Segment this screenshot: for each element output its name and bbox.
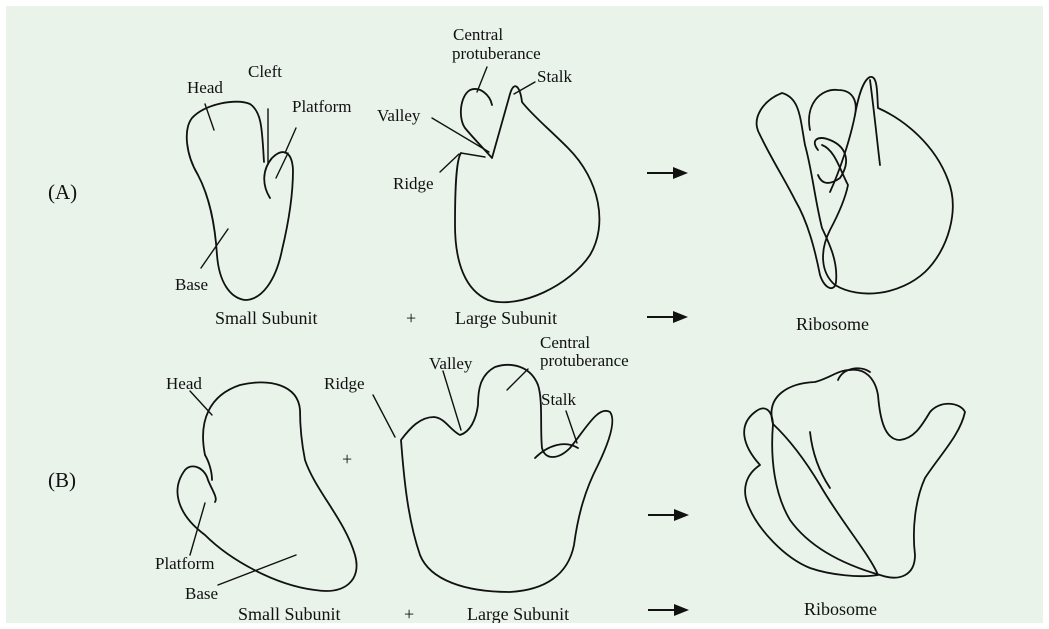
label-ridge-b: Ridge (324, 374, 365, 393)
label-base-a: Base (175, 275, 208, 294)
caption-plus-b: + (404, 604, 414, 623)
panel-label-b: (B) (48, 468, 76, 492)
caption-large-subunit-b: Large Subunit (467, 604, 569, 623)
caption-ribosome-a: Ribosome (796, 314, 869, 334)
panel-label-a: (A) (48, 180, 77, 204)
label-platform-a: Platform (292, 97, 352, 116)
label-central-b-line1: Central (540, 333, 590, 352)
caption-small-subunit-a: Small Subunit (215, 308, 318, 328)
caption-large-subunit-a: Large Subunit (455, 308, 557, 328)
label-valley-a: Valley (377, 106, 421, 125)
label-central-a-line1: Central (453, 25, 503, 44)
caption-plus-a: + (406, 308, 416, 328)
label-cleft-a: Cleft (248, 62, 282, 81)
label-head-a: Head (187, 78, 223, 97)
caption-small-subunit-b: Small Subunit (238, 604, 341, 623)
label-base-b: Base (185, 584, 218, 603)
label-central-a-line2: protuberance (452, 44, 541, 63)
caption-ribosome-b: Ribosome (804, 599, 877, 619)
label-stalk-b: Stalk (541, 390, 576, 409)
label-platform-b: Platform (155, 554, 215, 573)
label-valley-b: Valley (429, 354, 473, 373)
label-ridge-a: Ridge (393, 174, 434, 193)
label-head-b: Head (166, 374, 202, 393)
label-stalk-a: Stalk (537, 67, 572, 86)
label-central-b-line2: protuberance (540, 351, 629, 370)
caption-plus-b-middle: + (342, 449, 352, 469)
ribosome-assembly-diagram: (A) Head Cleft Platform Base Central pro… (6, 6, 1043, 623)
